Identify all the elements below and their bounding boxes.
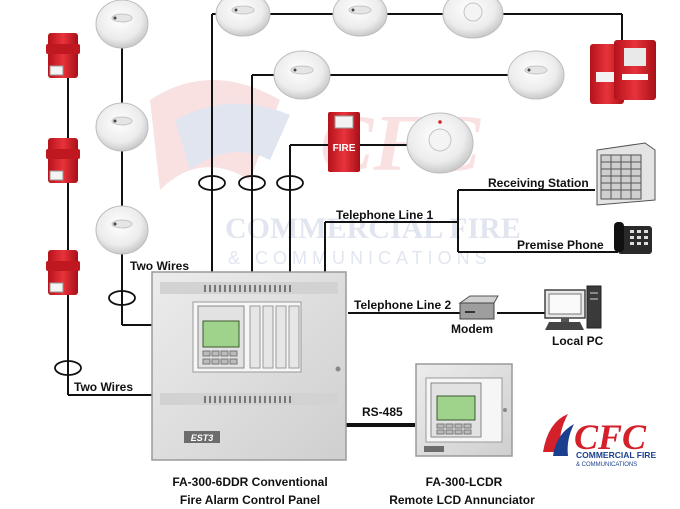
premise-phone-label: Premise Phone [517,238,604,252]
smoke-detector-icon [95,0,149,49]
heat-detector-icon [442,0,504,39]
panel-brand: EST3 [191,433,214,443]
horn-strobe-icon [46,250,80,295]
panel-caption-line-2: Fire Alarm Control Panel [180,493,320,507]
computer-icon [544,285,602,330]
fire-alarm-control-panel: EST3 [151,271,347,461]
smoke-detector-icon [332,0,388,37]
panel-caption-line-1: FA-300-6DDR Conventional [172,475,327,489]
telephone-line-1-label: Telephone Line 1 [336,208,433,222]
smoke-detector-icon [507,50,565,100]
smoke-detector-icon [95,205,149,255]
wiring [67,13,623,396]
receiving-station-label: Receiving Station [488,176,589,190]
modem-label: Modem [451,322,493,336]
annunciator-caption-line-2: Remote LCD Annunciator [389,493,535,507]
telephone-icon [614,222,652,254]
modem-icon [458,295,499,320]
local-pc-label: Local PC [552,334,604,348]
receiving-station-icon [596,142,656,206]
horn-strobe-icon [46,138,80,183]
logo-text-2: & COMMUNICATIONS [576,462,637,468]
fire-sign: FIRE [333,143,356,154]
wire-loops [54,175,304,376]
smoke-detector-icon [273,50,331,100]
horn-strobe-icon [46,33,80,78]
telephone-line-2-label: Telephone Line 2 [354,298,451,312]
smoke-detector-icon [95,102,149,152]
smoke-detector-icon [215,0,271,37]
watermark-text-2: & COMMUNICATIONS [228,248,492,268]
annunciator-caption-line-1: FA-300-LCDR [426,475,503,489]
logo-mark: CFC [574,417,647,457]
watermark: CFC COMMERCIAL FIRE & COMMUNICATIONS [150,80,521,268]
heat-detector-icon [406,112,474,174]
logo-text-1: COMMERCIAL FIRE [576,450,656,460]
rs485-label: RS-485 [362,405,403,419]
watermark-text-1: COMMERCIAL FIRE [225,212,521,245]
fire-strobe-icon: FIRE [328,112,360,172]
two-wires-label-top: Two Wires [130,259,189,273]
pull-station-icon [590,40,656,104]
company-logo: CFC COMMERCIAL FIRE & COMMUNICATIONS [543,414,656,468]
two-wires-label-left: Two Wires [74,380,133,394]
remote-annunciator [415,363,513,457]
